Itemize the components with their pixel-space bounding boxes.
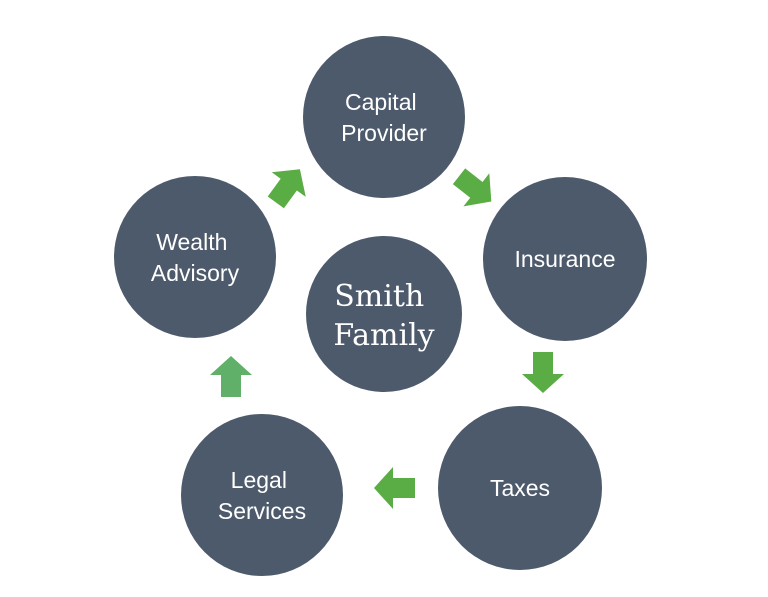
arrow-wealth-to-capital <box>267 169 306 209</box>
node-wealth-advisory-line-1: Wealth <box>156 229 227 255</box>
svg-text:Taxes: Taxes <box>490 475 550 501</box>
node-wealth-advisory: Wealth Advisory <box>114 176 276 338</box>
node-legal-services-line-1: Legal <box>231 467 287 493</box>
node-insurance-line-1: Insurance <box>514 246 615 272</box>
arrow-capital-to-insurance <box>452 168 492 207</box>
svg-text:Legal Services: Legal Services <box>218 467 306 524</box>
svg-text:Insurance: Insurance <box>514 246 615 272</box>
node-wealth-advisory-line-2: Advisory <box>151 260 240 286</box>
arrow-insurance-to-taxes <box>522 352 564 393</box>
center-label-line-1: Smith <box>334 279 424 314</box>
node-insurance: Insurance <box>483 177 647 341</box>
node-taxes: Taxes <box>438 406 602 570</box>
svg-text:Smith Family: Smith Family <box>333 279 434 353</box>
node-capital-provider: Capital Provider <box>303 36 465 198</box>
center-label-line-2: Family <box>333 318 434 353</box>
svg-text:Wealth Advisory: Wealth Advisory <box>151 229 240 286</box>
node-center-smith-family: Smith Family <box>306 236 462 392</box>
node-legal-services-line-2: Services <box>218 498 306 524</box>
node-capital-provider-line-2: Provider <box>341 120 427 146</box>
arrow-legal-to-wealth <box>210 356 252 397</box>
svg-text:Capital Provider: Capital Provider <box>341 89 427 146</box>
node-legal-services: Legal Services <box>181 414 343 576</box>
node-taxes-line-1: Taxes <box>490 475 550 501</box>
node-capital-provider-line-1: Capital <box>345 89 417 115</box>
arrow-taxes-to-legal <box>374 467 415 509</box>
